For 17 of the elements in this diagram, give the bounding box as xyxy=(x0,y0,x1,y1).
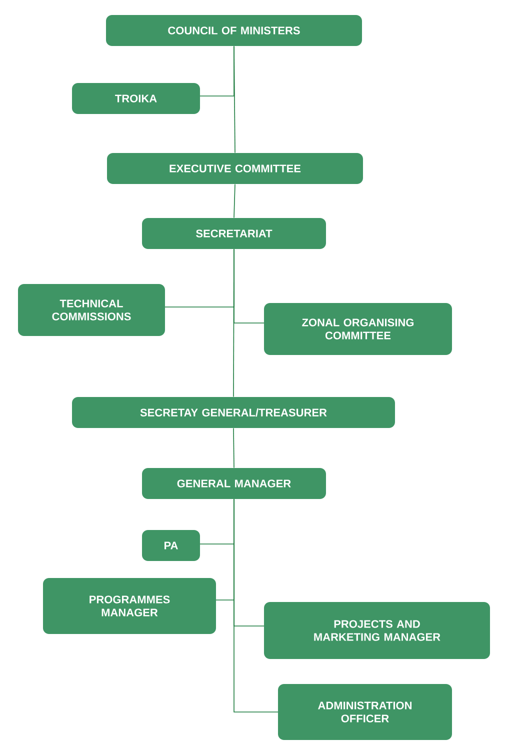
org-box: SECRETAY GENERAL/TREASURER xyxy=(72,397,395,428)
org-box: TROIKA xyxy=(72,83,200,114)
org-box: PROJECTS AND MARKETING MANAGER xyxy=(264,602,490,659)
org-box: COUNCIL OF MINISTERS xyxy=(106,15,362,46)
org-box: ADMINISTRATION OFFICER xyxy=(278,684,452,740)
connector-line xyxy=(234,498,278,712)
connector-line xyxy=(234,184,236,218)
connector-line xyxy=(234,46,236,154)
org-box: SECRETARIAT xyxy=(142,218,326,249)
org-box: ZONAL ORGANISING COMMITTEE xyxy=(264,303,452,355)
org-box: PROGRAMMES MANAGER xyxy=(43,578,216,634)
org-box: PA xyxy=(142,530,200,561)
connector-line xyxy=(233,248,234,398)
org-box: TECHNICAL COMMISSIONS xyxy=(18,284,165,336)
org-box: GENERAL MANAGER xyxy=(142,468,326,499)
org-box: EXECUTIVE COMMITTEE xyxy=(107,153,363,184)
connector-line xyxy=(233,428,234,468)
